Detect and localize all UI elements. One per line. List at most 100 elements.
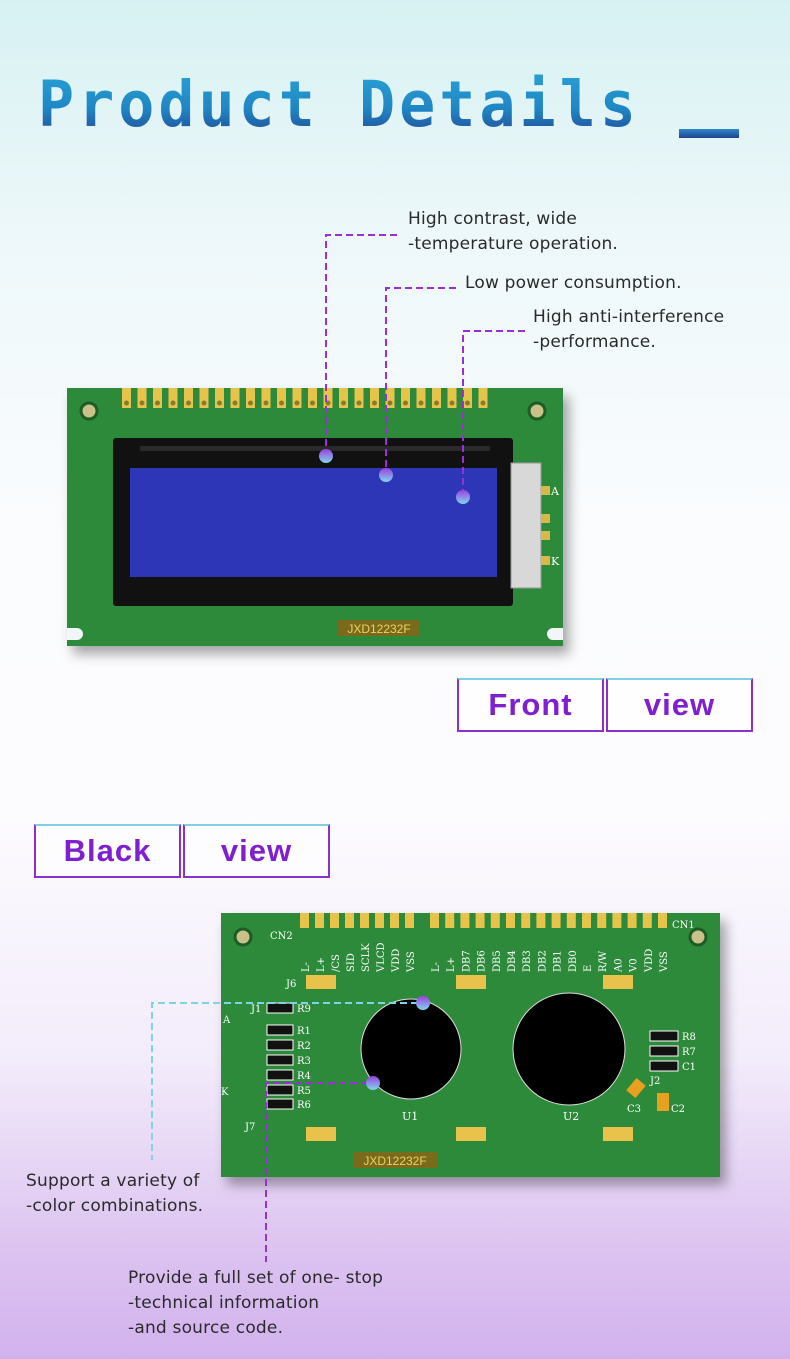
- pin-label: L-: [301, 962, 312, 972]
- pin-label: /CS: [331, 954, 342, 972]
- part-label: R4: [297, 1071, 311, 1082]
- back-pin-header: [300, 913, 667, 928]
- pin: [215, 388, 224, 408]
- pin: [184, 388, 193, 408]
- front-model-label: JXD12232F: [347, 622, 410, 636]
- callout-dot: [456, 490, 470, 504]
- svg-text:U1: U1: [402, 1110, 418, 1123]
- pin: [627, 913, 637, 928]
- pin: [168, 388, 178, 408]
- pin: [122, 388, 131, 408]
- pin: [345, 913, 354, 928]
- page-title: Product Details: [38, 68, 640, 142]
- pin: [478, 388, 488, 408]
- part-label: A: [222, 1015, 231, 1026]
- pin-a-label: A: [550, 485, 560, 498]
- part-label: R5: [297, 1086, 311, 1097]
- pin: [597, 913, 607, 928]
- pin-label: DB4: [507, 950, 518, 972]
- backlight-tab: [510, 462, 542, 589]
- callout-support: Provide a full set of one- stop -technic…: [128, 1268, 384, 1338]
- pin-label: DB3: [522, 950, 533, 972]
- pin: [445, 913, 455, 928]
- pin-label: VSS: [659, 951, 670, 973]
- pin: [137, 388, 147, 408]
- pin-label: SID: [346, 953, 357, 972]
- pin: [246, 388, 255, 408]
- pin: [582, 913, 591, 928]
- back-callout-lines: [151, 1002, 418, 1262]
- pin: [612, 913, 622, 928]
- pin: [475, 913, 485, 928]
- pin: [447, 388, 457, 408]
- pin: [416, 388, 426, 408]
- pin: [370, 388, 379, 408]
- pin: [405, 913, 414, 928]
- pin-label: DB0: [568, 950, 579, 972]
- part-label: R8: [682, 1032, 696, 1043]
- part-label: R3: [297, 1056, 311, 1067]
- pin-label: V0: [629, 958, 640, 973]
- pin: [354, 388, 364, 408]
- pin: [292, 388, 302, 408]
- pin: [658, 913, 667, 928]
- svg-text:U2: U2: [563, 1110, 579, 1123]
- part-label: C1: [682, 1062, 696, 1073]
- mount-hole: [527, 401, 547, 421]
- callout-contrast: High contrast, wide -temperature operati…: [408, 209, 619, 254]
- part-label: R6: [297, 1100, 311, 1111]
- pin: [261, 388, 271, 408]
- pin: [401, 388, 410, 408]
- pin: [330, 913, 339, 928]
- pin: [430, 913, 439, 928]
- pin-label: VDD: [644, 949, 655, 973]
- part-label: R1: [297, 1026, 311, 1037]
- pin: [323, 388, 333, 408]
- pin: [390, 913, 399, 928]
- pin-label: L+: [446, 957, 457, 972]
- pin-k-label: K: [551, 555, 560, 568]
- part-label: K: [221, 1087, 229, 1098]
- pin: [432, 388, 441, 408]
- back-model-label: JXD12232F: [363, 1154, 426, 1168]
- chip-u1: [360, 998, 462, 1100]
- pin: [300, 913, 309, 928]
- pin: [339, 388, 348, 408]
- pin-label: VLCD: [376, 942, 387, 973]
- part-label: C2: [671, 1104, 685, 1115]
- pin: [360, 913, 369, 928]
- pin: [230, 388, 240, 408]
- pin: [463, 388, 472, 408]
- pin-label: DB5: [492, 950, 503, 972]
- pin: [506, 913, 515, 928]
- pin: [490, 913, 500, 928]
- callout-dot: [379, 468, 393, 482]
- pin-label: L+: [316, 957, 327, 972]
- pin: [277, 388, 286, 408]
- pin-label: E: [583, 965, 594, 972]
- chip-u2: [512, 992, 626, 1106]
- part-label: J2: [649, 1076, 660, 1087]
- part-label: R9: [297, 1004, 311, 1015]
- part-label: J6: [285, 979, 296, 990]
- pin-label: DB6: [477, 950, 488, 972]
- callout-colors: Support a variety of -color combinations…: [26, 1171, 204, 1216]
- part-label: J1: [250, 1004, 261, 1015]
- pin: [385, 388, 395, 408]
- part-label: J7: [244, 1122, 255, 1133]
- pin-label: SCLK: [361, 943, 372, 972]
- pin: [315, 913, 324, 928]
- part-label: R2: [297, 1041, 311, 1052]
- part-label: R7: [682, 1047, 696, 1058]
- pin: [566, 913, 576, 928]
- back-view-tag: Black view: [34, 824, 332, 878]
- pin: [308, 388, 317, 408]
- pin: [375, 913, 384, 928]
- callout-dot: [416, 996, 430, 1010]
- title-underline-bar: [679, 129, 739, 138]
- pin-label: VSS: [406, 951, 417, 973]
- front-callout-lines: [325, 234, 525, 493]
- pin: [536, 913, 546, 928]
